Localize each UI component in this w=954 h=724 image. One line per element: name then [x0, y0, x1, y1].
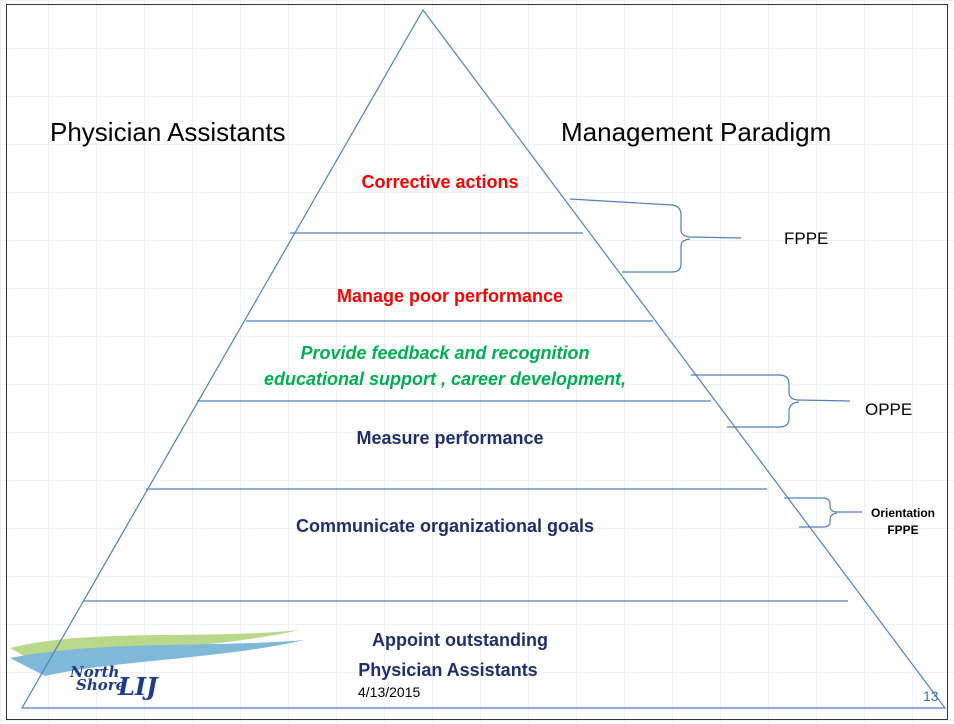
oppe-label: OPPE: [865, 400, 913, 419]
pyramid-outline: [20, 8, 947, 709]
level-manage-poor-performance: Manage poor performance: [336, 286, 564, 306]
right-title: Management Paradigm: [561, 117, 832, 147]
level-feedback-line2: educational support , career development…: [263, 369, 627, 389]
orientation-fppe-label: FPPE: [887, 523, 919, 537]
page-number: 13: [923, 688, 939, 704]
logo-lij: LIJ: [118, 672, 158, 701]
level-communicate-goals: Communicate organizational goals: [295, 516, 595, 536]
fppe-label: FPPE: [784, 229, 829, 248]
level-measure-performance: Measure performance: [356, 428, 544, 448]
orientation-bracket: [784, 497, 862, 528]
level-appoint-line1: Appoint outstanding: [372, 630, 548, 650]
orientation-label: Orientation: [870, 506, 935, 520]
fppe-bracket: [569, 198, 742, 273]
logo-text: North Shore: [70, 663, 126, 694]
level-corrective-actions: Corrective actions: [361, 172, 519, 192]
left-title: Physician Assistants: [50, 117, 286, 147]
oppe-bracket: [691, 374, 851, 428]
level-feedback-line1: Provide feedback and recognition: [300, 343, 590, 363]
level-appoint-line2: Physician Assistants: [358, 660, 538, 680]
logo-north: North: [70, 663, 120, 681]
slide-date: 4/13/2015: [358, 684, 421, 700]
logo-swoosh: [10, 630, 305, 676]
logo-shore: Shore: [76, 676, 126, 694]
